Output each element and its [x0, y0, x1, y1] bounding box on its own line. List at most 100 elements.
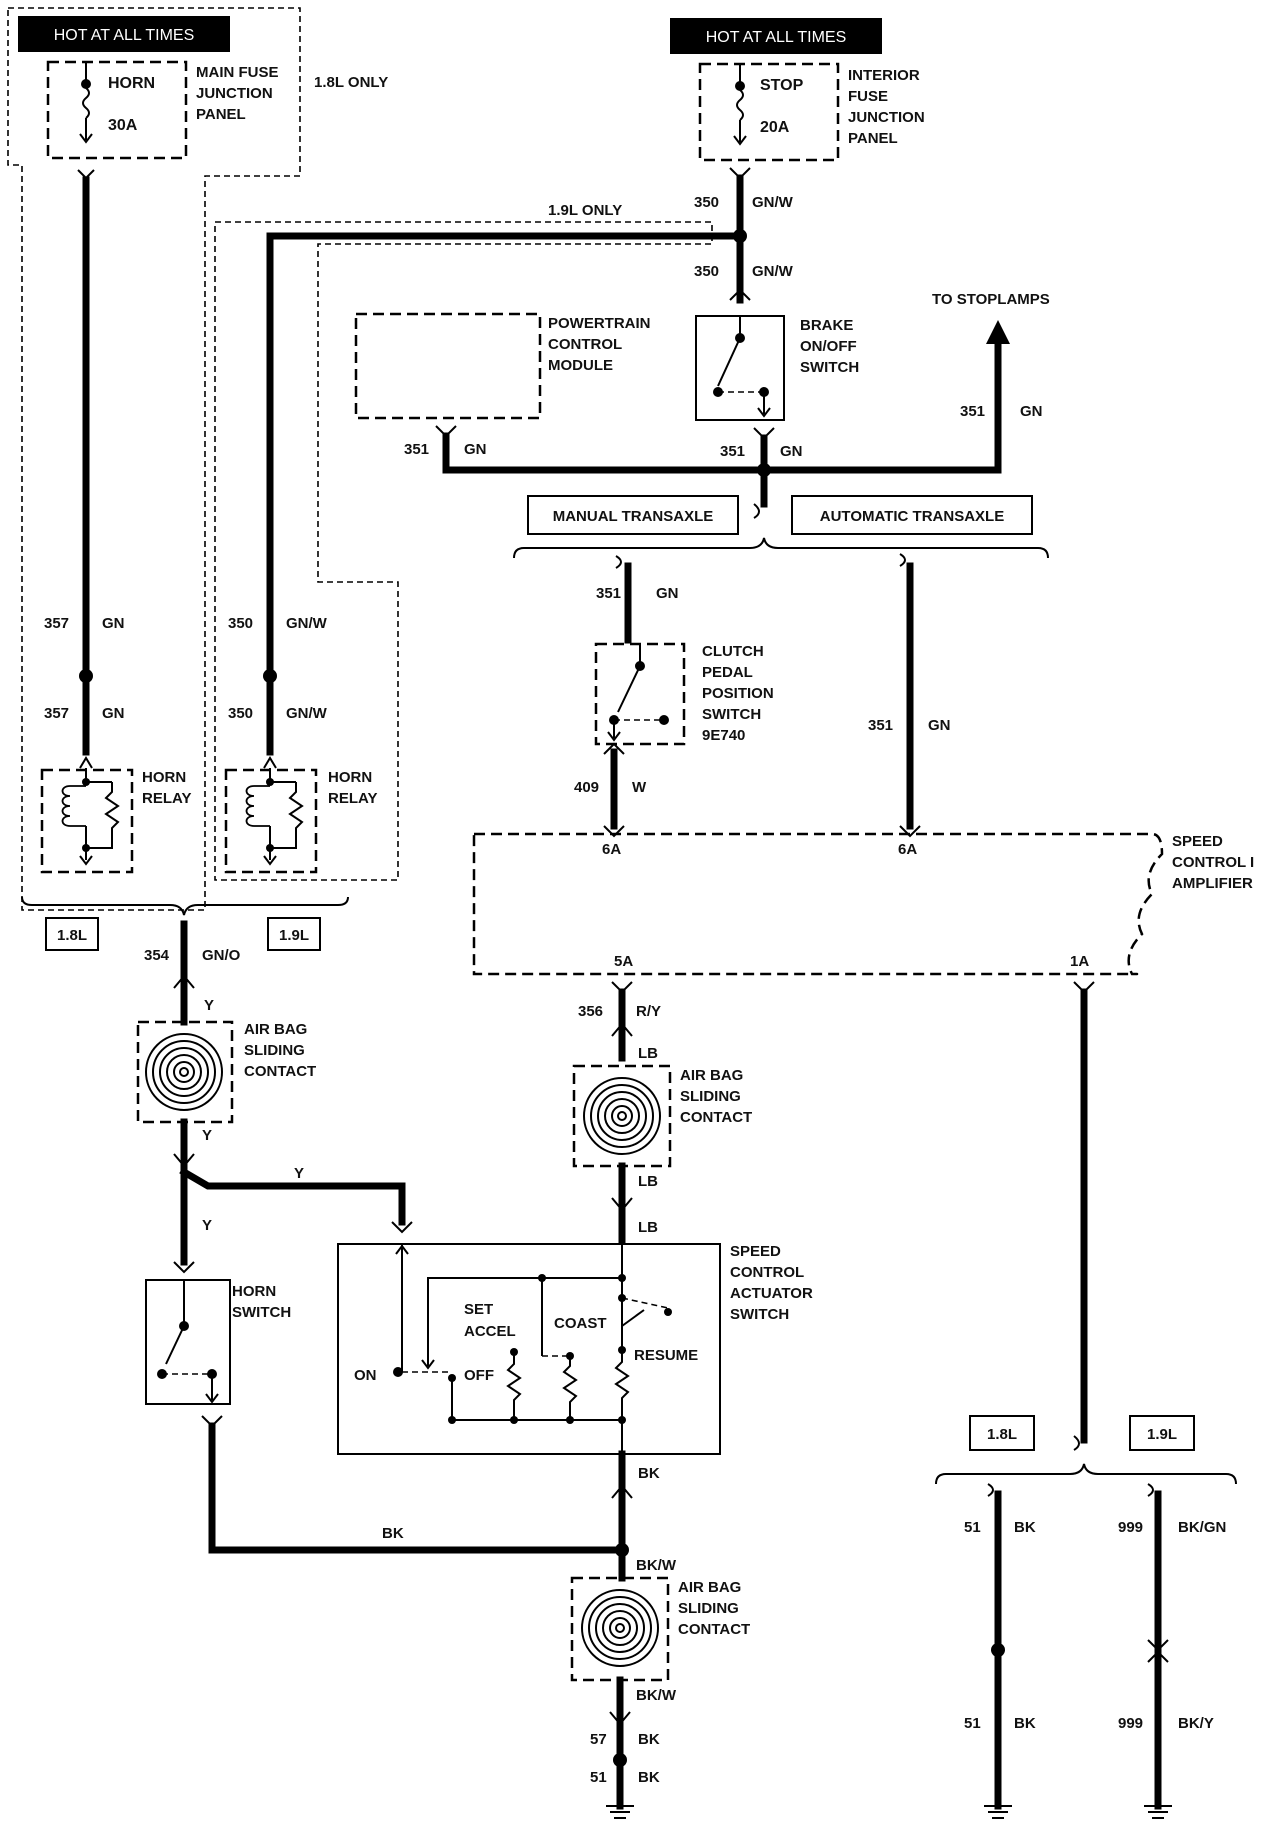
- air-bag-contact-bk: [570, 1576, 670, 1682]
- svg-text:999: 999: [1118, 1715, 1143, 1732]
- label-51-a: 51 BK: [964, 1519, 1036, 1536]
- svg-text:PANEL: PANEL: [196, 106, 246, 123]
- svg-text:CONTACT: CONTACT: [244, 1063, 316, 1080]
- horn-relay-1-8l-label: HORN RELAY: [142, 769, 191, 807]
- svg-text:9E740: 9E740: [702, 727, 745, 744]
- svg-text:ON: ON: [354, 1367, 377, 1384]
- tag-1-9l-right: 1.9L: [1129, 1415, 1195, 1451]
- svg-text:MAIN FUSE: MAIN FUSE: [196, 64, 279, 81]
- interior-fuse-panel-label: INTERIOR FUSE JUNCTION PANEL: [848, 67, 925, 147]
- svg-text:MANUAL TRANSAXLE: MANUAL TRANSAXLE: [553, 508, 714, 525]
- label-356: 356 R/Y: [578, 1003, 661, 1020]
- tag-automatic-transaxle: AUTOMATIC TRANSAXLE: [791, 495, 1033, 535]
- tag-1-8l-right: 1.8L: [969, 1415, 1035, 1451]
- svg-text:AMPLIFIER: AMPLIFIER: [1172, 875, 1253, 892]
- hot-tag-left: HOT AT ALL TIMES: [18, 16, 230, 52]
- label-357-a: 357 GN: [44, 615, 125, 632]
- svg-text:HOT AT ALL TIMES: HOT AT ALL TIMES: [54, 27, 195, 44]
- horn-switch: [145, 1279, 231, 1405]
- brake-on-off-switch: [695, 315, 785, 421]
- label-y-3: Y: [294, 1165, 304, 1182]
- label-354: 354 GN/O: [144, 947, 241, 964]
- svg-text:57: 57: [590, 1731, 607, 1748]
- svg-text:CONTROL I: CONTROL I: [1172, 854, 1254, 871]
- clutch-switch-label: CLUTCH PEDAL POSITION SWITCH 9E740: [702, 643, 774, 744]
- svg-text:BK: BK: [1014, 1519, 1036, 1536]
- svg-text:SWITCH: SWITCH: [702, 706, 761, 723]
- label-y-4: Y: [202, 1217, 212, 1234]
- svg-text:SWITCH: SWITCH: [730, 1306, 789, 1323]
- svg-text:ON/OFF: ON/OFF: [800, 338, 857, 355]
- svg-text:350: 350: [694, 194, 719, 211]
- speed-control-amplifier: [472, 832, 1164, 976]
- svg-text:351: 351: [868, 717, 893, 734]
- svg-text:FUSE: FUSE: [848, 88, 888, 105]
- svg-text:SET: SET: [464, 1301, 493, 1318]
- svg-text:GN/W: GN/W: [752, 194, 794, 211]
- fuse-horn-name: HORN: [108, 75, 155, 92]
- fuse-stop-name: STOP: [760, 77, 804, 94]
- svg-text:CONTROL: CONTROL: [548, 336, 622, 353]
- svg-text:COAST: COAST: [554, 1315, 607, 1332]
- air-bag-contact-horn: [136, 1020, 234, 1124]
- svg-text:AIR BAG: AIR BAG: [678, 1579, 741, 1596]
- tag-manual-transaxle: MANUAL TRANSAXLE: [527, 495, 739, 535]
- air-bag-contact-speed: [572, 1064, 672, 1168]
- svg-text:ACCEL: ACCEL: [464, 1323, 516, 1340]
- label-lb-3: LB: [638, 1219, 658, 1236]
- brace-transaxle-select: [513, 537, 1049, 559]
- svg-text:SPEED: SPEED: [730, 1243, 781, 1260]
- svg-text:1.8L: 1.8L: [987, 1426, 1017, 1443]
- label-999-b: 999 BK/Y: [1118, 1715, 1214, 1732]
- svg-text:1.9L: 1.9L: [1147, 1426, 1177, 1443]
- region-1-9l-outline: [214, 221, 713, 881]
- label-351-auto: 351 GN: [868, 717, 951, 734]
- svg-text:350: 350: [694, 263, 719, 280]
- pcm-module: [354, 312, 542, 420]
- air-bag-contact-bk-label: AIR BAG SLIDING CONTACT: [678, 1579, 750, 1638]
- main-fuse-panel-label: MAIN FUSE JUNCTION PANEL: [196, 64, 279, 123]
- svg-text:CONTROL: CONTROL: [730, 1264, 804, 1281]
- svg-text:BK: BK: [1014, 1715, 1036, 1732]
- label-bk-2: BK: [638, 1465, 660, 1482]
- label-51-bottom: 51 BK: [590, 1769, 660, 1786]
- horn-relay-1-8l: [40, 756, 134, 874]
- svg-text:MODULE: MODULE: [548, 357, 613, 374]
- svg-text:GN: GN: [464, 441, 487, 458]
- svg-text:351: 351: [596, 585, 621, 602]
- svg-text:BK: BK: [638, 1731, 660, 1748]
- pcm-label: POWERTRAIN CONTROL MODULE: [548, 315, 651, 374]
- label-bkw-2: BK/W: [636, 1687, 677, 1704]
- svg-text:POSITION: POSITION: [702, 685, 774, 702]
- label-351-stop: 351 GN: [960, 403, 1043, 420]
- pin-1a: 1A: [1070, 953, 1089, 970]
- svg-text:HORN: HORN: [142, 769, 186, 786]
- svg-text:PEDAL: PEDAL: [702, 664, 753, 681]
- pin-6a-manual: 6A: [602, 841, 621, 858]
- svg-text:GN: GN: [102, 705, 125, 722]
- svg-text:1.8L: 1.8L: [57, 927, 87, 944]
- wire-351-bus: [442, 336, 1002, 474]
- svg-text:409: 409: [574, 779, 599, 796]
- svg-text:AIR BAG: AIR BAG: [244, 1021, 307, 1038]
- svg-text:CONTACT: CONTACT: [678, 1621, 750, 1638]
- wire-350-to-relay: [266, 232, 744, 756]
- svg-text:SLIDING: SLIDING: [680, 1088, 741, 1105]
- label-350-relay-b: 350 GN/W: [228, 705, 328, 722]
- svg-text:CLUTCH: CLUTCH: [702, 643, 764, 660]
- svg-text:HORN: HORN: [232, 1283, 276, 1300]
- svg-text:ACTUATOR: ACTUATOR: [730, 1285, 813, 1302]
- svg-text:RELAY: RELAY: [142, 790, 191, 807]
- label-57: 57 BK: [590, 1731, 660, 1748]
- label-350-top: 350 GN/W: [694, 194, 794, 211]
- svg-text:354: 354: [144, 947, 170, 964]
- svg-text:GN/O: GN/O: [202, 947, 241, 964]
- ground-symbol-1-9l: [1144, 1805, 1172, 1819]
- brace-ground-select: [935, 1463, 1237, 1485]
- brace-relay-select: [21, 896, 349, 916]
- label-357-b: 357 GN: [44, 705, 125, 722]
- svg-text:SWITCH: SWITCH: [800, 359, 859, 376]
- svg-text:OFF: OFF: [464, 1367, 494, 1384]
- svg-text:HORN: HORN: [328, 769, 372, 786]
- svg-text:999: 999: [1118, 1519, 1143, 1536]
